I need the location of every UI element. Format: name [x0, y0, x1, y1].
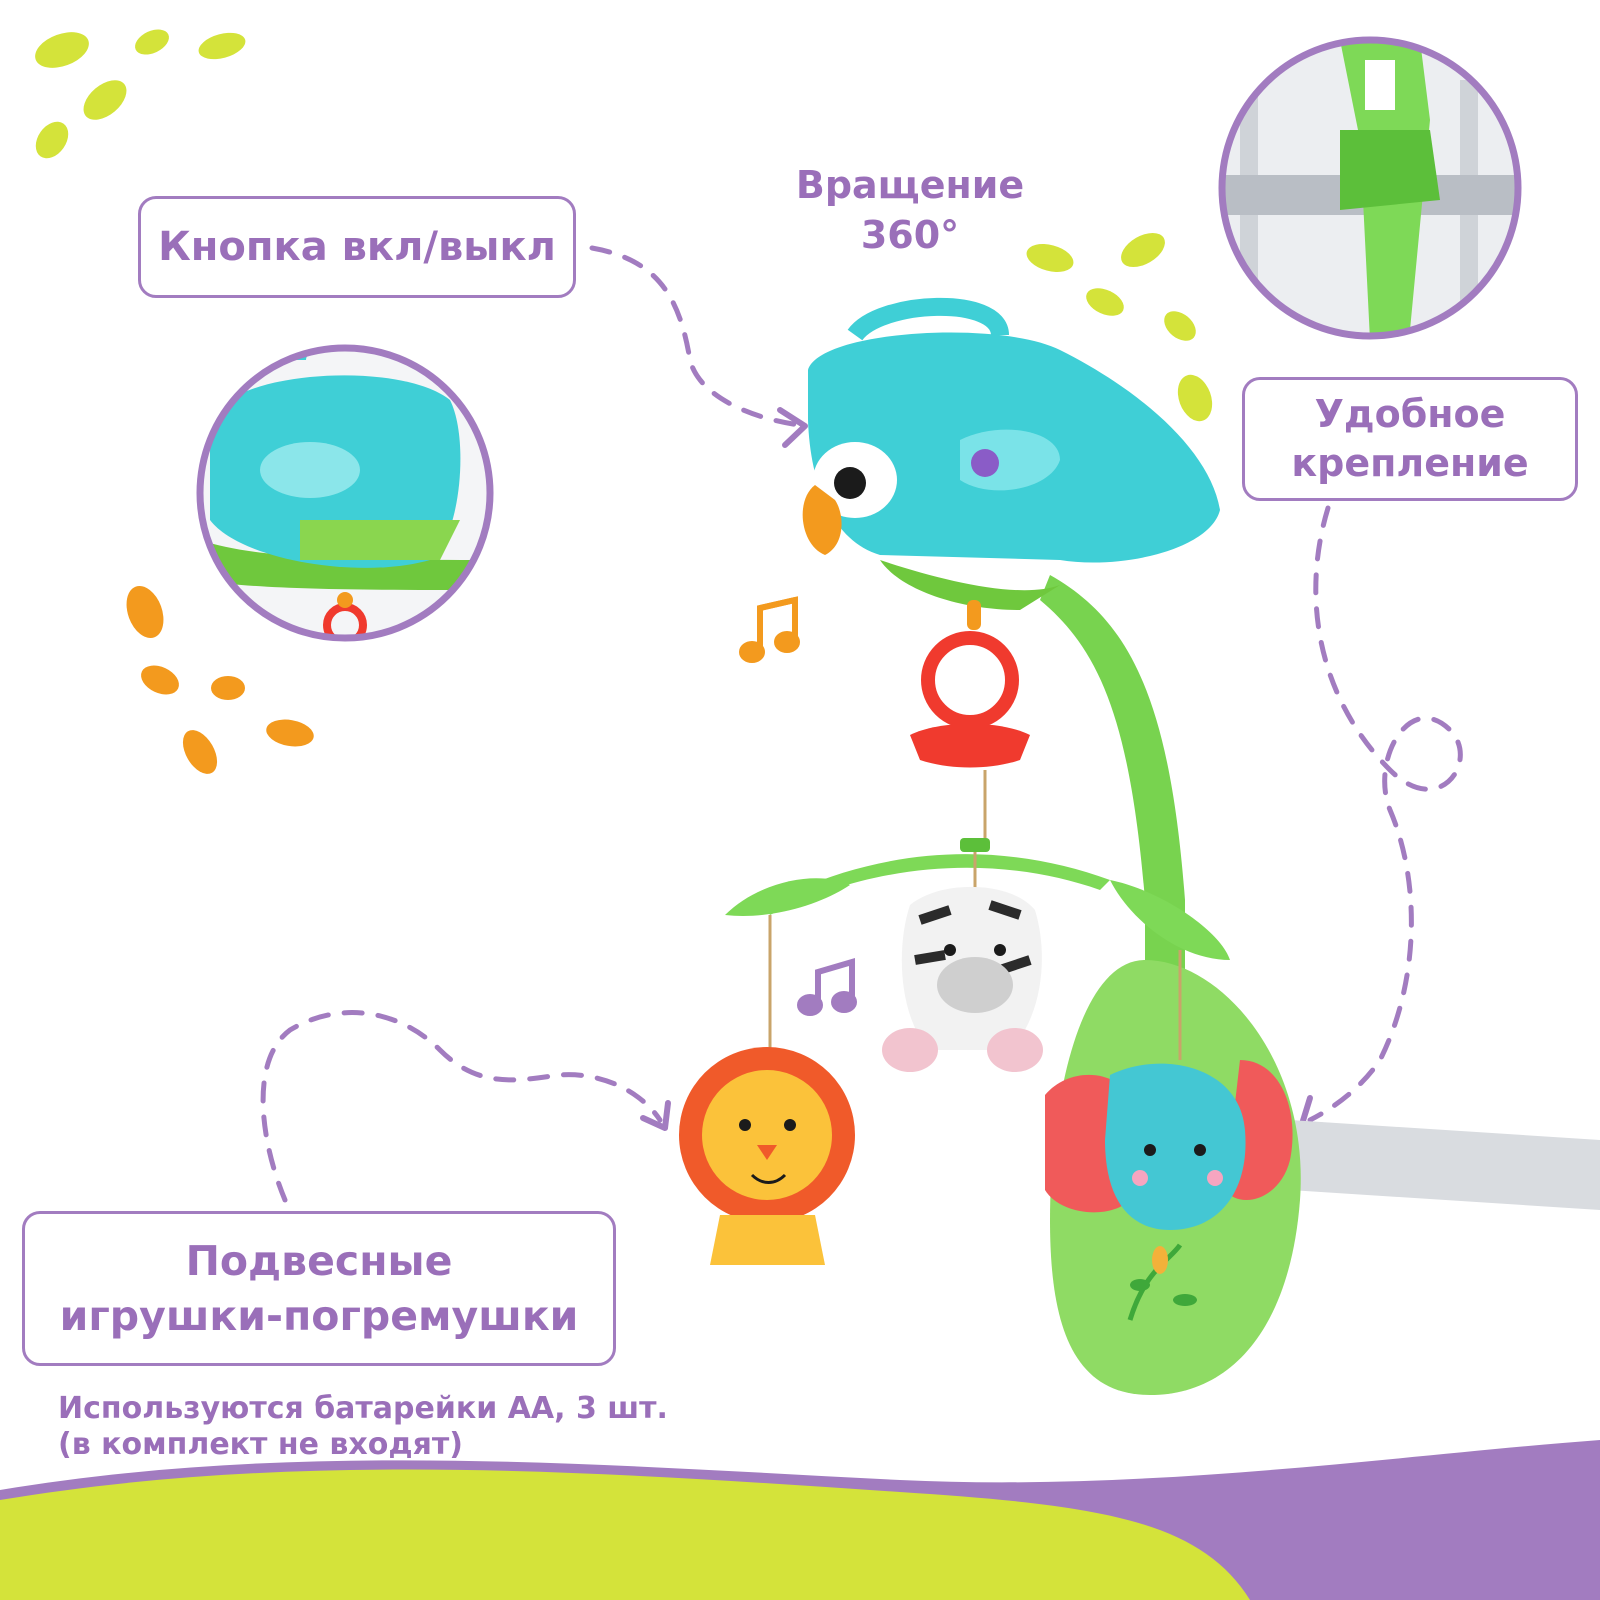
button-callout: Кнопка вкл/выкл	[138, 196, 576, 298]
crib-rail	[1290, 1120, 1600, 1210]
orange-dots	[126, 585, 314, 774]
arrow-to-button	[589, 245, 803, 428]
mount-line1: Удобное	[1314, 392, 1506, 436]
button-detail-inset	[196, 344, 494, 642]
battery-note-line1: Используются батарейки АА, 3 шт.	[58, 1391, 668, 1426]
toy-strings	[768, 852, 1182, 1060]
lion-toy-icon	[679, 1047, 855, 1265]
mount-line2: крепление	[1291, 441, 1529, 485]
toys-callout: Подвесные игрушки-погремушки	[22, 1211, 616, 1366]
dashed-arrows	[260, 245, 1463, 1203]
toys-line1: Подвесные	[185, 1236, 453, 1285]
arrow-to-mount	[1307, 505, 1463, 1123]
rotation-line2: 360°	[860, 213, 960, 257]
lime-dots-top-left	[35, 29, 246, 159]
music-note-icon	[797, 957, 857, 1016]
battery-note-line2: (в комплект не входят)	[58, 1427, 463, 1462]
mount-callout: Удобное крепление	[1242, 377, 1578, 501]
battery-note: Используются батарейки АА, 3 шт. (в комп…	[58, 1391, 878, 1463]
bottom-wave	[0, 1440, 1600, 1600]
zebra-toy-icon	[882, 886, 1043, 1072]
button-callout-label: Кнопка вкл/выкл	[158, 224, 556, 270]
rotation-line1: Вращение	[795, 163, 1025, 207]
mount-detail-inset	[1218, 36, 1522, 340]
toys-line2: игрушки-погремушки	[59, 1291, 579, 1340]
parrot-icon	[802, 297, 1220, 610]
music-note-icon	[739, 596, 800, 663]
teether-ring	[910, 600, 1030, 850]
elephant-toy-icon	[1045, 1060, 1293, 1321]
rotation-label: Вращение 360°	[760, 160, 1060, 260]
arrow-to-toys	[260, 1010, 663, 1203]
leaf-crossbar	[725, 838, 1230, 960]
lime-dots-right	[1026, 232, 1213, 422]
